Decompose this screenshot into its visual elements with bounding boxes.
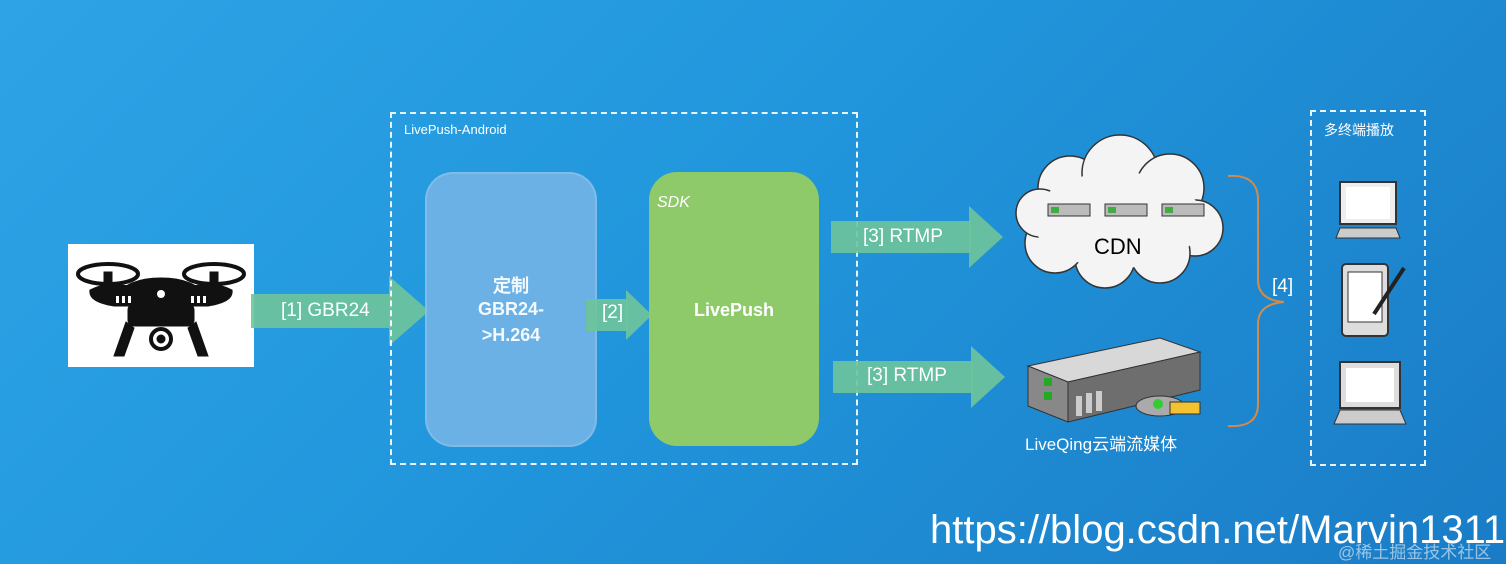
- arrow-gbr24: [1] GBR24: [251, 276, 429, 346]
- custom-encode-line3: >H.264: [481, 325, 541, 345]
- clients-label: 多终端播放: [1324, 122, 1394, 138]
- drone-icon: [76, 262, 246, 357]
- desktop-icon: [1335, 181, 1401, 239]
- livepush-android-label: LivePush-Android: [404, 122, 507, 137]
- laptop-computer: [1332, 360, 1408, 428]
- arrow-gbr24-label: [1] GBR24: [281, 300, 370, 321]
- watermark-community: @稀土掘金技术社区: [1338, 543, 1492, 562]
- custom-encode-title: 定制: [493, 276, 529, 296]
- custom-encode-line2: GBR24-: [477, 299, 544, 319]
- custom-encode-box: 定制 GBR24- >H.264: [425, 172, 597, 447]
- brace-icon: [1227, 174, 1285, 428]
- arrow-rtmp-cdn-label: [3] RTMP: [863, 226, 943, 247]
- server-icon: [1026, 337, 1202, 423]
- arrow-rtmp-media-label: [3] RTMP: [867, 365, 947, 386]
- tablet-device: [1340, 262, 1410, 338]
- sdk-livepush-box: SDK LivePush: [649, 172, 819, 446]
- laptop-icon: [1333, 361, 1407, 425]
- desktop-computer: [1334, 180, 1402, 240]
- tablet-icon: [1341, 263, 1406, 337]
- livepush-android-group: [390, 112, 858, 465]
- arrow-step2: [2]: [586, 290, 652, 340]
- arrow-step2-label: [2]: [602, 302, 624, 323]
- clients-group: [1310, 110, 1426, 466]
- brace: [1224, 170, 1294, 432]
- sdk-label: SDK: [657, 194, 690, 211]
- livepush-title: LivePush: [693, 300, 775, 320]
- media-server-label: LiveQing云端流媒体: [1025, 435, 1178, 454]
- media-server: [1020, 336, 1206, 430]
- watermark-url: https://blog.csdn.net/Marvin1311: [930, 508, 1506, 552]
- drone-image: [68, 244, 254, 367]
- brace-label: [4]: [1272, 276, 1294, 297]
- cdn-label: CDN: [1094, 234, 1142, 259]
- cloud-icon: [1015, 134, 1224, 289]
- arrow-rtmp-media: [3] RTMP: [833, 346, 1005, 408]
- arrow-rtmp-cdn: [3] RTMP: [831, 206, 1003, 268]
- cdn-cloud: CDN: [1010, 128, 1226, 290]
